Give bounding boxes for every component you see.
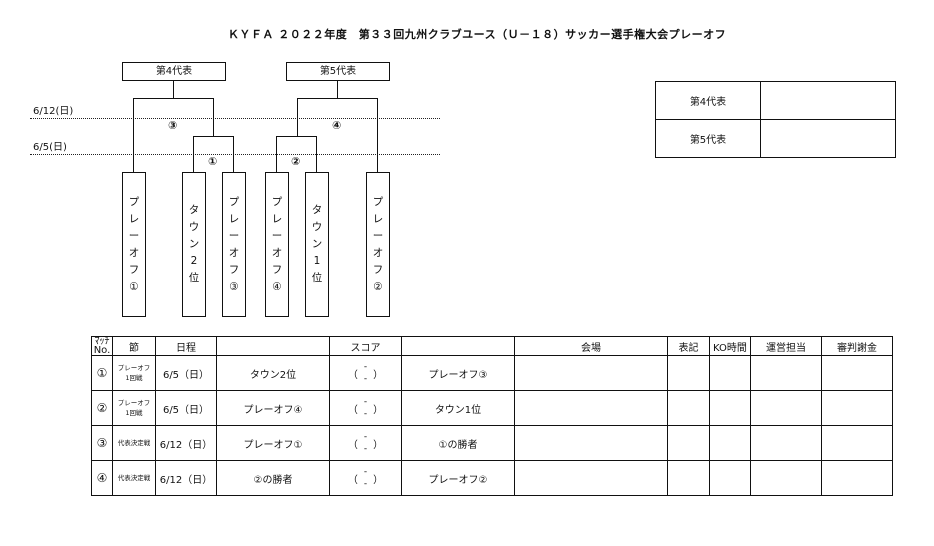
referee-cell[interactable] — [821, 425, 893, 461]
date-cell: 6/12（日） — [155, 460, 217, 496]
hyoki-cell[interactable] — [667, 460, 710, 496]
away-team: プレーオフ② — [401, 460, 515, 496]
bracket-line — [276, 136, 317, 137]
bracket-line — [316, 136, 317, 172]
bracket-line — [297, 98, 378, 99]
bracket-line — [193, 136, 194, 172]
date-cell: 6/5（日） — [155, 355, 217, 391]
bracket-line — [276, 136, 277, 172]
table-row: ④ 代表決定戦 6/12（日） ②の勝者 （--） プレーオフ② — [91, 460, 893, 496]
header-away — [401, 336, 515, 356]
bracket-line — [297, 98, 298, 136]
score-cell[interactable]: （--） — [329, 355, 402, 391]
ko-cell[interactable] — [709, 460, 751, 496]
home-team: タウン2位 — [216, 355, 330, 391]
header-score: スコア — [329, 336, 402, 356]
referee-cell[interactable] — [821, 390, 893, 426]
staff-cell[interactable] — [750, 390, 822, 426]
date-line-612 — [30, 118, 440, 119]
bracket-line — [133, 98, 213, 99]
away-team: プレーオフ③ — [401, 355, 515, 391]
bracket-line — [213, 98, 214, 136]
rep5-box: 第5代表 — [286, 62, 390, 81]
venue-cell[interactable] — [514, 390, 668, 426]
venue-cell[interactable] — [514, 460, 668, 496]
staff-cell[interactable] — [750, 425, 822, 461]
header-referee: 審判謝金 — [821, 336, 893, 356]
header-staff: 運営担当 — [750, 336, 822, 356]
header-no: ﾏｯﾁNo. — [91, 336, 113, 356]
ko-cell[interactable] — [709, 425, 751, 461]
venue-cell[interactable] — [514, 355, 668, 391]
header-date: 日程 — [155, 336, 217, 356]
table-header-row: ﾏｯﾁNo. 節 日程 スコア 会場 表記 KO時間 運営担当 審判謝金 — [91, 336, 893, 356]
match-circle-4: ④ — [332, 119, 342, 132]
ko-cell[interactable] — [709, 355, 751, 391]
away-team: ①の勝者 — [401, 425, 515, 461]
header-ko: KO時間 — [709, 336, 751, 356]
table-row: 第5代表 — [655, 119, 896, 158]
header-venue: 会場 — [514, 336, 668, 356]
bracket-line — [133, 98, 134, 172]
score-cell[interactable]: （--） — [329, 425, 402, 461]
bracket-line — [233, 136, 234, 172]
date-label-65: 6/5(日) — [33, 142, 67, 153]
bracket-line — [193, 136, 234, 137]
bracket-line — [337, 81, 338, 98]
hyoki-cell[interactable] — [667, 390, 710, 426]
match-circle-3: ③ — [168, 119, 178, 132]
score-cell[interactable]: （--） — [329, 390, 402, 426]
staff-cell[interactable] — [750, 460, 822, 496]
score-cell[interactable]: （--） — [329, 460, 402, 496]
bracket-line — [173, 81, 174, 98]
table-row: ③ 代表決定戦 6/12（日） プレーオフ① （--） ①の勝者 — [91, 425, 893, 461]
date-line-65 — [30, 154, 440, 155]
referee-cell[interactable] — [821, 460, 893, 496]
match-circle-1: ① — [208, 155, 218, 168]
away-team: タウン1位 — [401, 390, 515, 426]
home-team: ②の勝者 — [216, 460, 330, 496]
header-setsu: 節 — [112, 336, 156, 356]
match-circle-2: ② — [291, 155, 301, 168]
schedule-table: ﾏｯﾁNo. 節 日程 スコア 会場 表記 KO時間 運営担当 審判謝金 ① プ… — [91, 336, 893, 496]
result-value[interactable] — [760, 119, 896, 158]
page-title: ＫＹＦＡ ２０２２年度 第３３回九州クラブユース（Ｕ－１８）サッカー選手権大会プ… — [227, 28, 727, 41]
date-cell: 6/12（日） — [155, 425, 217, 461]
result-label: 第5代表 — [655, 119, 761, 158]
home-team: プレーオフ① — [216, 425, 330, 461]
result-label: 第4代表 — [655, 81, 761, 120]
match-no: ② — [91, 390, 113, 426]
result-value[interactable] — [760, 81, 896, 120]
date-label-612: 6/12(日) — [33, 106, 74, 117]
match-no: ① — [91, 355, 113, 391]
bracket-line — [377, 98, 378, 172]
staff-cell[interactable] — [750, 355, 822, 391]
hyoki-cell[interactable] — [667, 425, 710, 461]
date-cell: 6/5（日） — [155, 390, 217, 426]
table-row: 第4代表 — [655, 81, 896, 120]
ko-cell[interactable] — [709, 390, 751, 426]
setsu-cell: 代表決定戦 — [112, 460, 156, 496]
header-home — [216, 336, 330, 356]
match-no: ④ — [91, 460, 113, 496]
rep4-box: 第4代表 — [122, 62, 226, 81]
referee-cell[interactable] — [821, 355, 893, 391]
hyoki-cell[interactable] — [667, 355, 710, 391]
home-team: プレーオフ④ — [216, 390, 330, 426]
venue-cell[interactable] — [514, 425, 668, 461]
result-table: 第4代表 第5代表 — [655, 81, 896, 158]
header-hyoki: 表記 — [667, 336, 710, 356]
setsu-cell: 代表決定戦 — [112, 425, 156, 461]
match-no: ③ — [91, 425, 113, 461]
